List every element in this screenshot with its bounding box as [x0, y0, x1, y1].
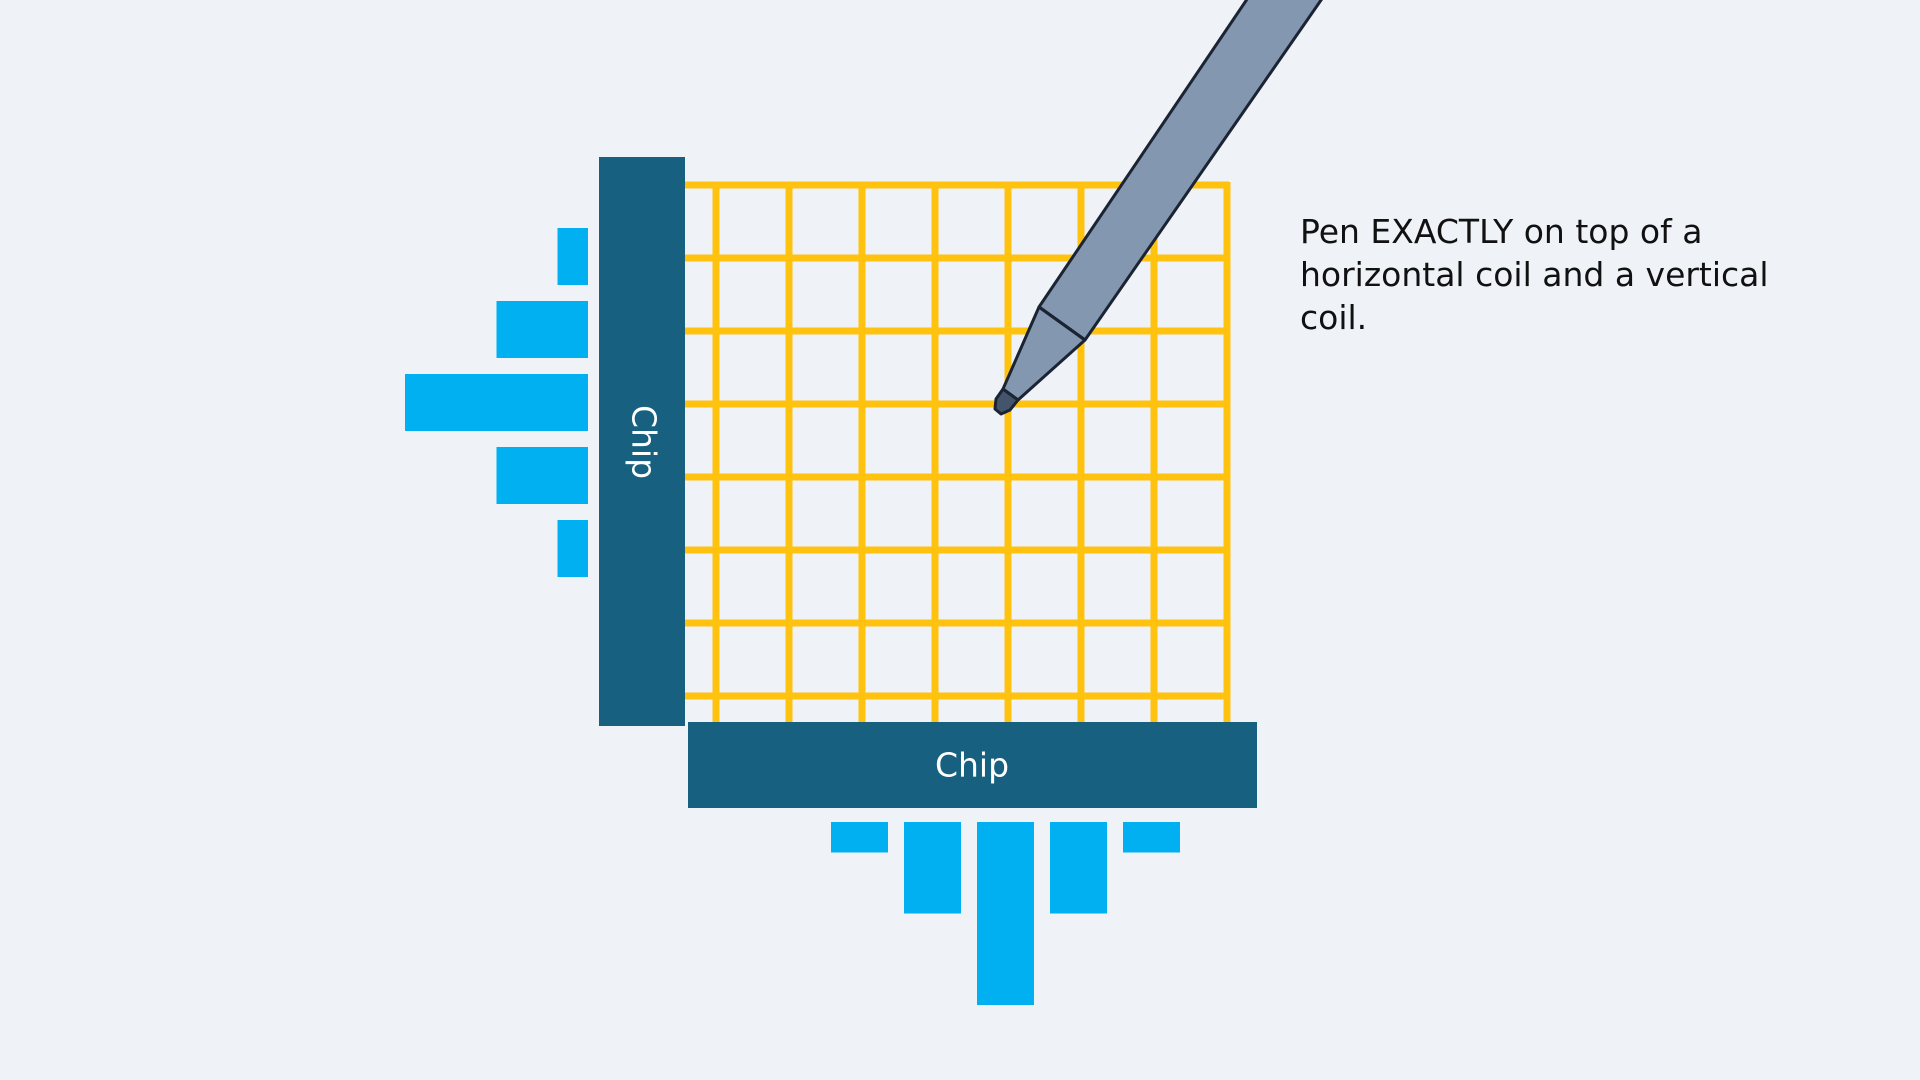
- bottom-chip-label: Chip: [935, 746, 1009, 785]
- bottom-chip: [688, 722, 1257, 808]
- diagram-caption: Pen EXACTLY on top of a horizontal coil …: [1300, 212, 1769, 337]
- bottom-signal-bar: [904, 822, 961, 914]
- bottom-signal-bar: [977, 822, 1034, 1005]
- coil-grid: [685, 181, 1231, 722]
- left-signal-bars: [405, 228, 588, 577]
- left-signal-bar: [557, 520, 588, 577]
- bottom-signal-bar: [831, 822, 888, 853]
- left-signal-bar: [405, 374, 588, 431]
- left-signal-bar: [496, 301, 588, 358]
- stylus-pen-icon: [993, 0, 1323, 416]
- left-chip-label: Chip: [625, 405, 664, 479]
- left-signal-bar: [557, 228, 588, 285]
- bottom-signal-bar: [1050, 822, 1107, 914]
- left-chip: [599, 157, 685, 726]
- bottom-signal-bar: [1123, 822, 1180, 853]
- bottom-signal-bars: [831, 822, 1180, 1005]
- left-signal-bar: [496, 447, 588, 504]
